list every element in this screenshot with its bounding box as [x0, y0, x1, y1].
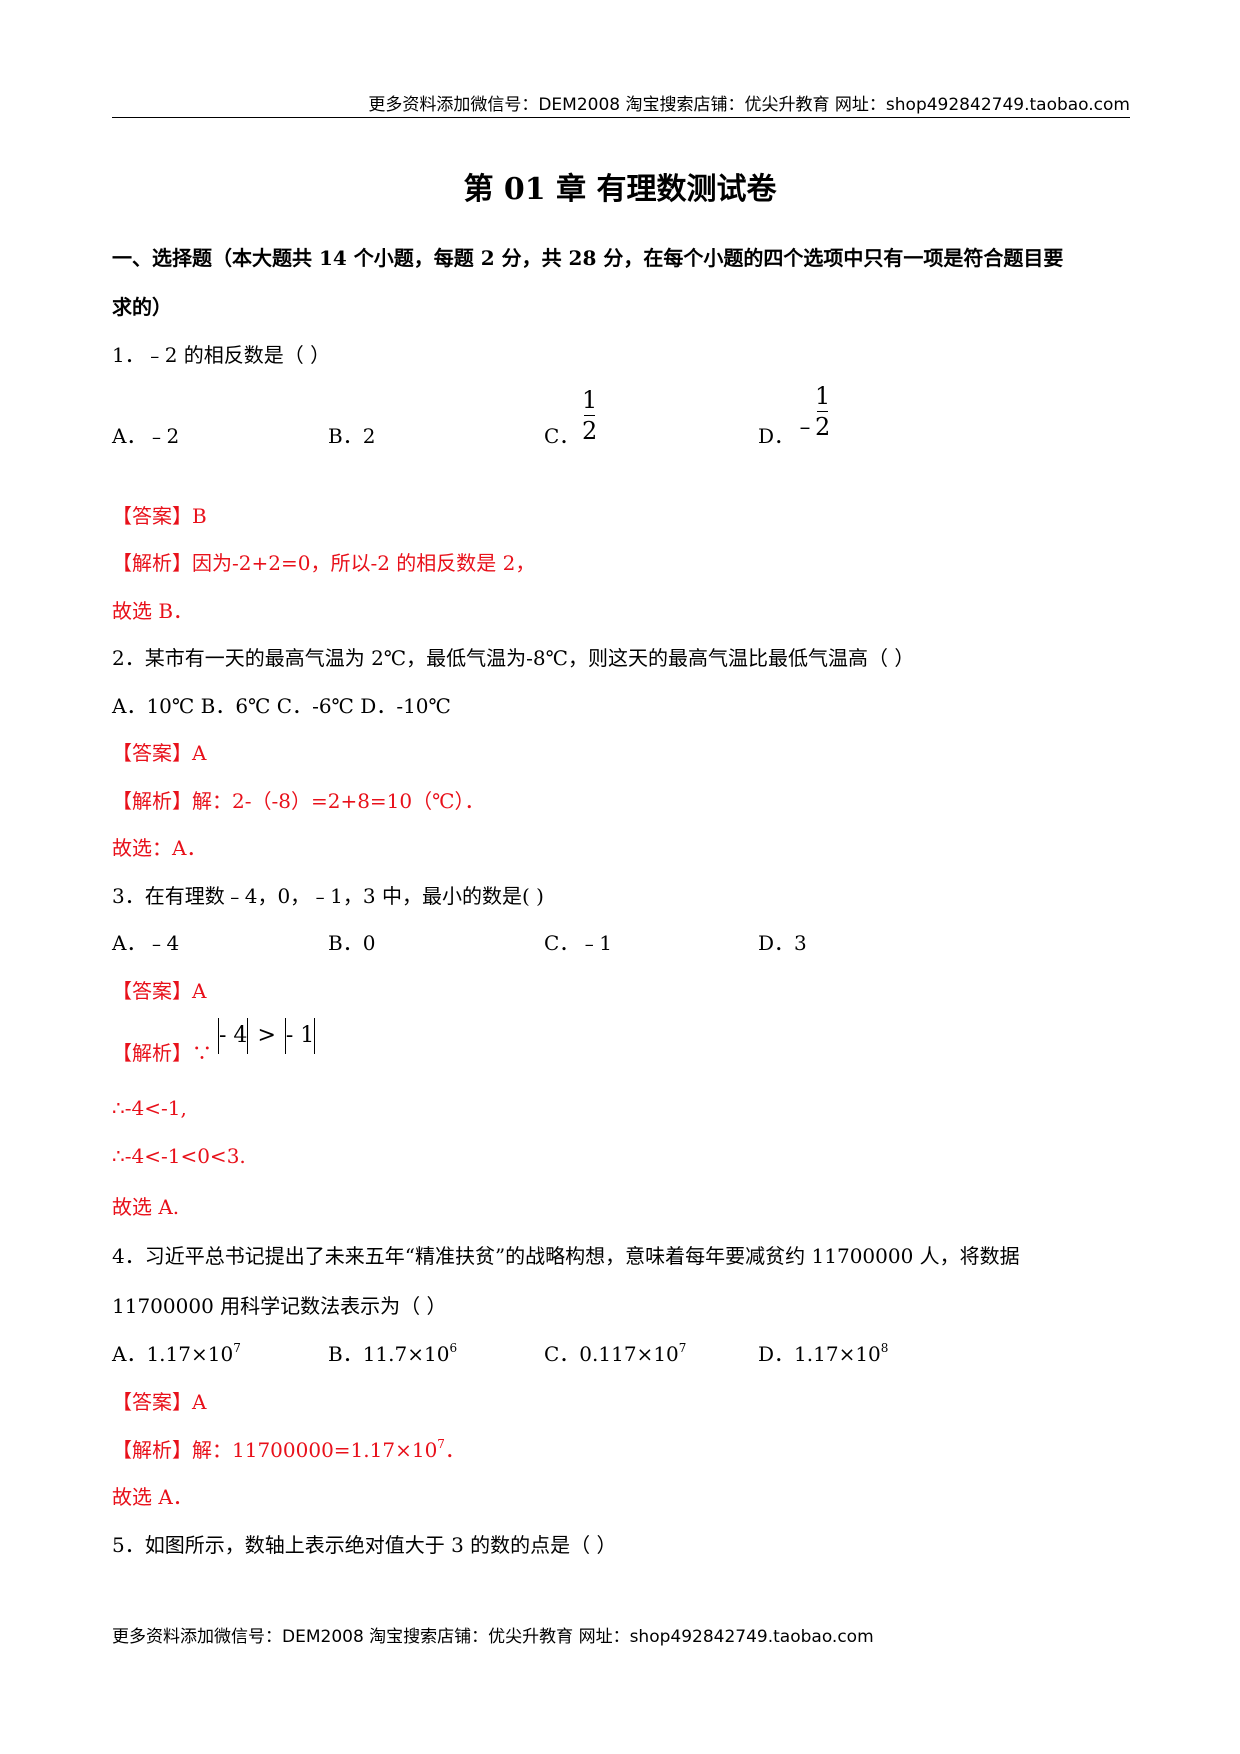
q4-option-a-exponent: 7 — [233, 1341, 241, 1355]
q4-option-c-exponent: 7 — [678, 1341, 687, 1355]
page-title: 第 01 章 有理数测试卷 — [463, 172, 777, 207]
q4-option-b-base: B．11.7×10 — [328, 1342, 450, 1366]
q4-option-b-exponent: 6 — [449, 1341, 458, 1355]
section-heading-line2: 求的） — [112, 295, 172, 319]
q1-option-a: A．﹣2 — [112, 424, 180, 448]
q4-answer: 【答案】A — [112, 1390, 207, 1414]
section-heading-line1: 一、选择题（本大题共 14 个小题，每题 2 分，共 28 分，在每个小题的四个… — [112, 246, 1064, 270]
q3-answer: 【答案】A — [112, 979, 207, 1003]
page-footer: 更多资料添加微信号：DEM2008 淘宝搜索店铺：优尖升教育 网址：shop49… — [112, 1627, 874, 1647]
q1-option-c: C． — [544, 424, 580, 448]
q4-analysis: 【解析】解：11700000=1.17×107． — [112, 1434, 465, 1463]
q4-analysis-end: ． — [444, 1438, 465, 1462]
header-rule — [112, 117, 1130, 118]
q1-option-c-fraction: 1 2 — [582, 386, 597, 445]
abs-bar — [218, 1018, 219, 1054]
q3-abs-inequality: - 4 > - 1 — [218, 1018, 316, 1054]
fraction-bar — [817, 411, 829, 412]
q3-step1: ∴-4<-1, — [112, 1096, 187, 1120]
fraction-denominator: 2 — [815, 413, 831, 441]
q4-option-d-base: D．1.17×10 — [758, 1342, 881, 1366]
q2-stem: 2．某市有一天的最高气温为 2℃，最低气温为-8℃，则这天的最高气温比最低气温高… — [112, 646, 915, 670]
q1-option-d: D． — [758, 424, 795, 448]
fraction-denominator: 2 — [582, 417, 598, 445]
q2-analysis: 【解析】解：2-（-8）=2+8=10（℃）． — [112, 789, 485, 813]
q5-stem: 5．如图所示，数轴上表示绝对值大于 3 的数的点是（ ） — [112, 1533, 617, 1557]
abs-value-2: - 1 — [285, 1023, 315, 1048]
q3-choose: 故选 A. — [112, 1195, 180, 1219]
q1-option-b: B．2 — [328, 424, 376, 448]
q4-analysis-exponent: 7 — [437, 1437, 445, 1451]
q3-option-d: D．3 — [758, 931, 807, 955]
q3-option-c: C．﹣1 — [544, 931, 613, 955]
q4-option-c-base: C．0.117×10 — [544, 1342, 679, 1366]
fraction-numerator: 1 — [815, 382, 831, 410]
q4-analysis-text: 【解析】解：11700000=1.17×10 — [112, 1438, 438, 1462]
q4-option-c: C．0.117×107 — [544, 1338, 686, 1367]
q4-stem-line2: 11700000 用科学记数法表示为（ ） — [112, 1294, 447, 1318]
abs-bar — [314, 1018, 316, 1054]
greater-than-sign: > — [257, 1023, 276, 1048]
q3-option-b: B．0 — [328, 931, 376, 955]
q3-analysis-label: 【解析】∵ — [112, 1041, 212, 1065]
q3-stem: 3．在有理数﹣4，0，﹣1，3 中，最小的数是( ) — [112, 884, 544, 908]
q4-option-a: A．1.17×107 — [112, 1338, 241, 1367]
q2-answer: 【答案】A — [112, 741, 207, 765]
q1-option-d-fraction: 1 2 — [815, 382, 830, 441]
q1-stem: 1．﹣2 的相反数是（ ） — [112, 343, 331, 367]
q2-choose: 故选：A． — [112, 836, 207, 860]
abs-value-1: - 4 — [219, 1023, 248, 1048]
abs-bar — [247, 1018, 249, 1054]
q4-stem-line1: 4．习近平总书记提出了未来五年“精准扶贫”的战略构想，意味着每年要减贫约 117… — [112, 1244, 1020, 1268]
q1-choose: 故选 B． — [112, 599, 194, 623]
fraction-bar — [584, 415, 596, 416]
q3-step2: ∴-4<-1<0<3. — [112, 1144, 246, 1168]
page-header: 更多资料添加微信号：DEM2008 淘宝搜索店铺：优尖升教育 网址：shop49… — [368, 95, 1130, 115]
q4-choose: 故选 A． — [112, 1485, 193, 1509]
fraction-numerator: 1 — [582, 386, 598, 414]
q2-options: A．10℃ B．6℃ C．-6℃ D．-10℃ — [112, 694, 451, 718]
q3-option-a: A．﹣4 — [112, 931, 180, 955]
q4-option-d: D．1.17×108 — [758, 1338, 888, 1367]
q1-answer: 【答案】B — [112, 504, 207, 528]
q4-option-b: B．11.7×106 — [328, 1338, 457, 1367]
q1-analysis: 【解析】因为-2+2=0，所以-2 的相反数是 2， — [112, 551, 536, 575]
q1-option-d-sign: ﹣ — [793, 412, 817, 440]
q4-option-d-exponent: 8 — [880, 1341, 889, 1355]
abs-bar — [284, 1018, 286, 1054]
q4-option-a-base: A．1.17×10 — [112, 1342, 234, 1366]
